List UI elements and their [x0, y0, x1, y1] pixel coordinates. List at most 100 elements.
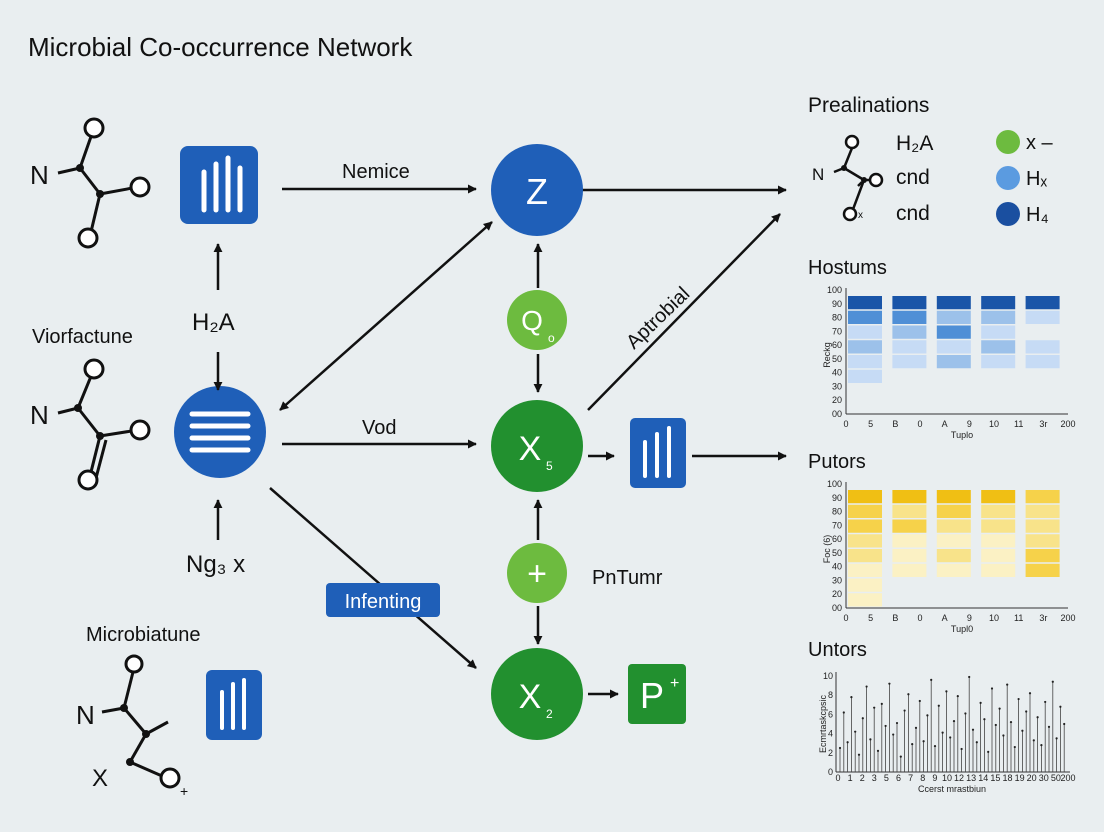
bar-tip	[895, 721, 899, 725]
bar-tip	[865, 685, 868, 688]
heatmap-cell	[892, 534, 927, 548]
bar-tip	[926, 714, 929, 717]
bar-tip	[952, 720, 956, 723]
x-tick-label: 5	[868, 419, 873, 429]
bar-tip	[880, 702, 883, 705]
y-tick-label: 100	[827, 285, 842, 295]
node-z-label: Z	[526, 171, 548, 212]
heatmap-cell	[936, 504, 971, 518]
heatmap-cell	[848, 519, 882, 533]
x-tick-label: 0	[835, 773, 840, 783]
x-tick-label: 5	[868, 613, 873, 623]
heatmap-cell	[936, 490, 971, 504]
node-x5-sub: 5	[546, 459, 553, 473]
bar-tip	[968, 675, 971, 679]
legend-item-label: Hₓ	[1026, 168, 1047, 190]
x-tick-label: 1	[848, 773, 853, 783]
y-tick-label: 60	[832, 340, 842, 350]
bar-tip	[1021, 729, 1024, 732]
bar-tip	[857, 753, 861, 756]
heatmap-cell	[892, 296, 927, 310]
y-tick-label: 20	[832, 395, 842, 405]
label-pntumr: PnTumr	[592, 567, 663, 589]
chart-title: Hostums	[808, 257, 887, 279]
x-tick-label: 12	[954, 773, 964, 783]
bar-tip	[987, 750, 990, 753]
bar-tip	[1040, 744, 1043, 747]
y-tick-label: 2	[828, 748, 833, 758]
y-tick-label: 6	[828, 709, 833, 719]
heatmap-cell	[848, 578, 882, 592]
edge-label-vod: Vod	[362, 417, 396, 439]
heatmap-cell	[1025, 340, 1060, 354]
node-p-label: P	[640, 675, 664, 716]
x-tick-label: 200	[1060, 613, 1075, 623]
heatmap-cell	[892, 355, 927, 369]
bar-tip	[873, 706, 876, 709]
heatmap-cell	[892, 549, 927, 563]
bar-tip	[1002, 734, 1005, 737]
x-tick-label: 10	[989, 613, 999, 623]
y-tick-label: 50	[832, 354, 842, 364]
x-tick-label: 3r	[1039, 613, 1047, 623]
y-tick-label: 40	[832, 562, 842, 572]
bar-tip	[1063, 722, 1066, 726]
heatmap-cell	[892, 563, 927, 577]
heatmap-cell	[936, 325, 971, 339]
y-tick-label: 20	[832, 589, 842, 599]
heatmap-cell	[981, 490, 1016, 504]
heatmap-cell	[981, 519, 1016, 533]
heatmap-cell	[1025, 534, 1060, 548]
legend-item-label: H₄	[1026, 204, 1049, 226]
bar-tip	[911, 743, 914, 746]
atom-n-label: N	[30, 160, 49, 190]
bar-tip	[994, 723, 997, 727]
y-tick-label: 0	[828, 767, 833, 777]
heatmap-cell	[1025, 310, 1060, 324]
heatmap-cell	[936, 355, 971, 369]
x-tick-label: 2	[860, 773, 865, 783]
legend-swatch	[996, 130, 1020, 154]
heatmap-cell	[848, 325, 882, 339]
heatmap-cell	[981, 355, 1016, 369]
heatmap-cell	[892, 519, 927, 533]
bar-tip	[990, 687, 994, 690]
node-p-sup: +	[670, 675, 679, 692]
label-viorfactune: Viorfactune	[32, 326, 133, 348]
heatmap-cell	[936, 296, 971, 310]
atom-x-label: X	[92, 765, 108, 792]
x-tick-label: 9	[967, 613, 972, 623]
chart-title: Putors	[808, 451, 866, 473]
bar-tip	[907, 693, 910, 696]
network-edges	[269, 184, 787, 699]
bar-tip	[1032, 739, 1035, 742]
x-tick-label: 9	[932, 773, 937, 783]
bar-tip	[1025, 710, 1028, 713]
bar-tip	[854, 730, 857, 733]
y-tick-label: 60	[832, 534, 842, 544]
y-tick-label: 4	[828, 729, 833, 739]
bar-tip	[998, 707, 1001, 710]
heatmap-cell	[936, 563, 971, 577]
edge-label-nemice: Nemice	[342, 161, 410, 183]
legend-item-label: x –	[1026, 132, 1054, 154]
x-tick-label: A	[942, 613, 948, 623]
y-tick-label: 40	[832, 368, 842, 378]
x-tick-label: 9	[967, 419, 972, 429]
label-microbiatune: Microbiatune	[86, 624, 201, 646]
x-tick-label: 18	[1002, 773, 1012, 783]
heatmap-cell	[848, 593, 882, 607]
atom-n-label: N	[76, 700, 95, 730]
legend-title: Prealinations	[808, 94, 929, 117]
bar-tip	[975, 741, 978, 744]
infenting-badge-label: Infenting	[345, 591, 422, 613]
x-axis-label: Tuplo	[951, 430, 973, 440]
y-tick-label: 10	[823, 671, 833, 681]
heatmap-cell	[892, 325, 927, 339]
bar-tip	[945, 690, 948, 693]
bar-tip	[922, 740, 925, 743]
